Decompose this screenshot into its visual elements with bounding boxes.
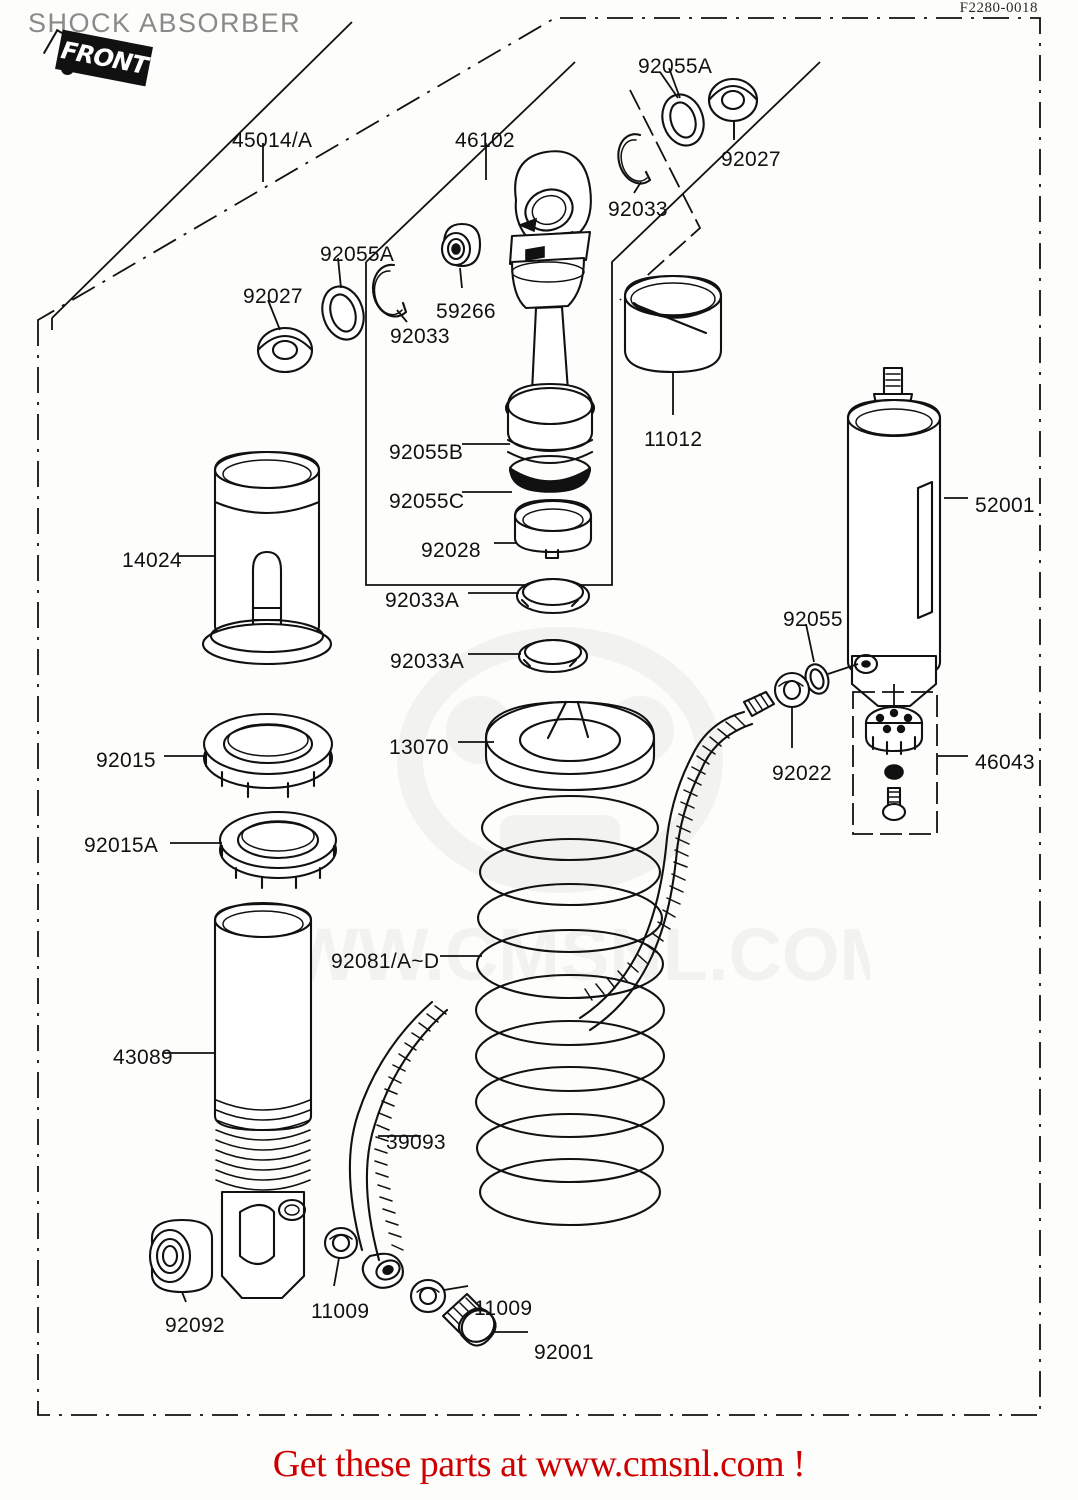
part-39093-hose bbox=[348, 690, 776, 1289]
part-92033A-2 bbox=[468, 638, 589, 674]
part-label-92055C: 92055C bbox=[389, 490, 465, 513]
part-92015 bbox=[164, 712, 334, 799]
part-92033-mid bbox=[371, 263, 408, 323]
part-label-92055A-top: 92055A bbox=[638, 55, 713, 78]
part-label-92033-2: 92033 bbox=[390, 325, 450, 348]
part-92092-bushing bbox=[148, 1218, 214, 1303]
part-92055A-mid bbox=[321, 257, 365, 341]
part-92001-bolt bbox=[441, 1292, 528, 1347]
part-label-39093: 39093 bbox=[386, 1131, 446, 1154]
part-label-92028: 92028 bbox=[421, 539, 481, 562]
part-59266 bbox=[440, 222, 482, 289]
part-label-92033A-1: 92033A bbox=[385, 589, 460, 612]
part-92081-coil-spring bbox=[440, 794, 666, 1227]
part-label-11012: 11012 bbox=[644, 428, 703, 451]
part-label-92033-top: 92033 bbox=[608, 198, 668, 221]
part-label-92015A: 92015A bbox=[84, 834, 159, 857]
part-11009-a bbox=[323, 1226, 359, 1287]
part-92033-top bbox=[617, 133, 652, 194]
part-13070 bbox=[458, 700, 656, 792]
part-label-92055: 92055 bbox=[783, 608, 843, 631]
part-92033A-1 bbox=[468, 577, 591, 615]
part-14024 bbox=[178, 450, 333, 666]
part-label-92033A-2: 92033A bbox=[390, 650, 465, 673]
part-label-46043: 46043 bbox=[975, 751, 1035, 774]
part-92027-mid bbox=[256, 299, 314, 374]
part-43089-body bbox=[163, 901, 313, 1300]
tag-hole bbox=[61, 62, 74, 75]
part-label-92027-2: 92027 bbox=[243, 285, 303, 308]
group-boundary-top-right bbox=[619, 89, 702, 301]
part-label-46102: 46102 bbox=[455, 129, 515, 152]
part-label-92027-top: 92027 bbox=[721, 148, 781, 171]
part-label-92001: 92001 bbox=[534, 1341, 594, 1364]
part-label-92022: 92022 bbox=[772, 762, 832, 785]
diagram-code: F2280-0018 bbox=[959, 0, 1038, 16]
part-label-92055A-2: 92055A bbox=[320, 243, 395, 266]
part-label-92092: 92092 bbox=[165, 1314, 225, 1337]
part-label-92081AD: 92081/A~D bbox=[331, 950, 440, 973]
part-92027-top bbox=[707, 77, 759, 140]
footer-cta: Get these parts at www.cmsnl.com ! bbox=[272, 1443, 806, 1485]
page-border bbox=[37, 17, 1041, 1416]
part-label-11009-a: 11009 bbox=[311, 1300, 370, 1323]
part-label-13070: 13070 bbox=[389, 736, 449, 759]
group-boundary-46102 bbox=[365, 61, 821, 586]
part-92015A bbox=[170, 810, 338, 890]
part-92055A-top bbox=[659, 71, 705, 147]
part-label-92015: 92015 bbox=[96, 749, 156, 772]
part-46043-kit bbox=[852, 684, 968, 835]
part-52001-reservoir bbox=[846, 366, 968, 708]
part-label-43089: 43089 bbox=[113, 1046, 173, 1069]
part-92022-washer bbox=[773, 671, 811, 748]
part-11009-b bbox=[409, 1278, 469, 1314]
part-92055-oring bbox=[804, 623, 859, 695]
part-label-11009-b: 11009 bbox=[474, 1297, 533, 1320]
part-92055B-92055C bbox=[462, 382, 594, 493]
part-label-59266: 59266 bbox=[436, 300, 496, 323]
part-label-45014A: 45014/A bbox=[232, 129, 313, 152]
part-11012 bbox=[623, 274, 723, 415]
part-92028 bbox=[494, 498, 593, 560]
group-boundary-45014A bbox=[51, 21, 353, 330]
part-label-14024: 14024 bbox=[122, 549, 182, 572]
part-label-52001: 52001 bbox=[975, 494, 1035, 517]
part-label-92055B: 92055B bbox=[389, 441, 464, 464]
group-lead-lines bbox=[262, 67, 735, 182]
front-direction-tag: FRONT bbox=[42, 28, 153, 92]
